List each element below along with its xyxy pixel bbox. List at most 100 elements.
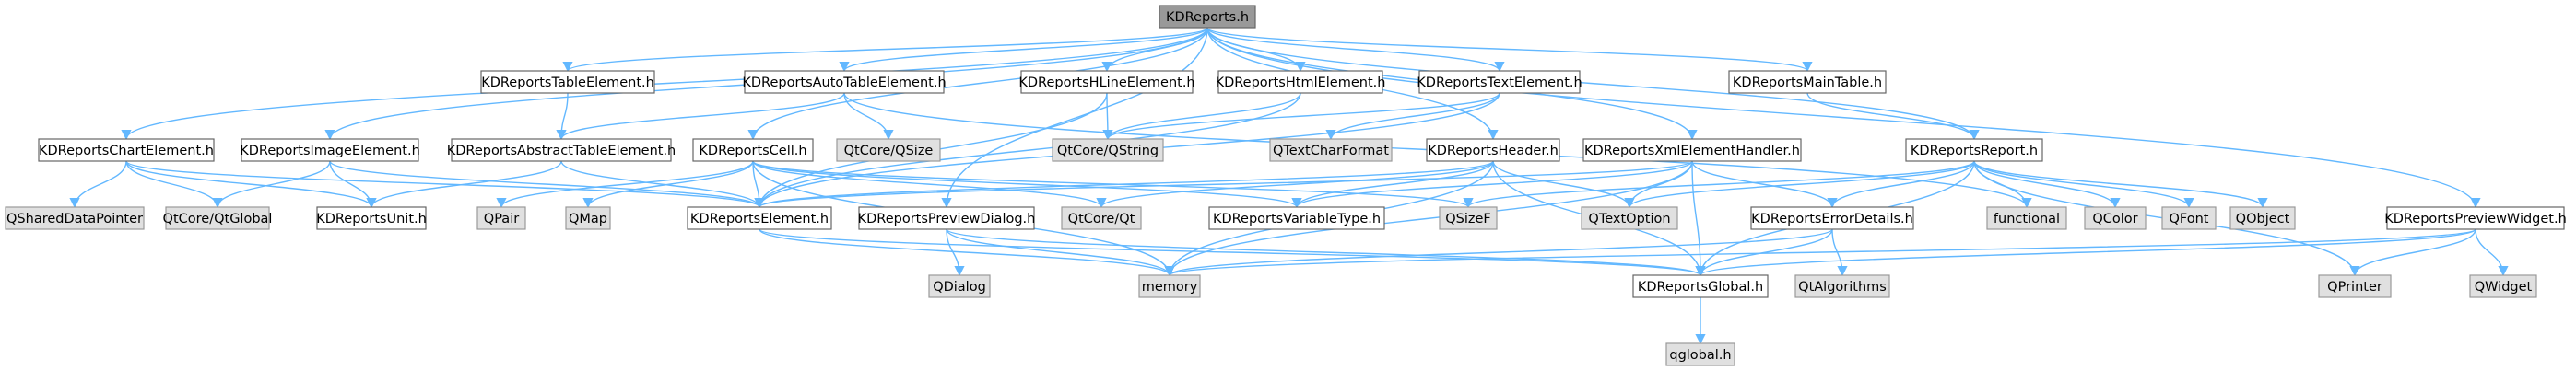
node-label: QtCore/Qt [1068, 212, 1135, 226]
edge-kdreportsautotableelement-h-to-kdreportsabstracttableelement-h [556, 92, 845, 141]
node-kdreportscell-h[interactable]: KDReportsCell.h [692, 138, 814, 162]
edge-kdreportspreviewwidget-h-to-qprinter [2349, 228, 2476, 277]
edge-kdreportsxmlelementhandler-h-to-kdreportsvariabletype-h [1291, 160, 1693, 209]
edge-kdreports-h-to-kdreportsmaintable-h [1206, 27, 1813, 73]
node-qsizef: QSizeF [1439, 206, 1498, 230]
node-label: KDReportsElement.h [690, 212, 829, 226]
node-kdreportspreviewwidget-h[interactable]: KDReportsPreviewWidget.h [2384, 206, 2567, 230]
node-memory: memory [1138, 274, 1201, 298]
edge-kdreportsxmlelementhandler-h-to-kdreportserrordetails-h [1691, 160, 1838, 209]
edge-kdreportsreport-h-to-qobject [1973, 160, 2268, 209]
node-label: QtAlgorithms [1798, 280, 1887, 295]
node-kdreports-h: KDReports.h [1159, 5, 1256, 29]
node-qobject: QObject [2229, 206, 2296, 230]
node-box [2469, 274, 2537, 298]
node-kdreportsautotableelement-h[interactable]: KDReportsAutoTableElement.h [742, 70, 947, 94]
edge-kdreportserrordetails-h-to-memory [1164, 228, 1833, 277]
node-kdreportshtmlelement-h[interactable]: KDReportsHtmlElement.h [1216, 70, 1386, 94]
node-box [1905, 138, 2043, 162]
node-label: QFont [2170, 212, 2209, 226]
node-box [1269, 138, 1393, 162]
node-label: KDReportsVariableType.h [1213, 212, 1381, 226]
node-label: KDReportsPreviewWidget.h [2384, 212, 2567, 226]
node-kdreportsxmlelementhandler-h[interactable]: KDReportsXmlElementHandler.h [1582, 138, 1802, 162]
node-box [241, 138, 419, 162]
node-label: KDReportsPreviewDialog.h [858, 212, 1036, 226]
node-box [1986, 206, 2067, 230]
node-label: QMap [569, 212, 607, 226]
edge-kdreportspreviewwidget-h-to-qwidget [2475, 228, 2509, 277]
edge-kdreportschartelement-h-to-qshareddatapointer [69, 160, 127, 209]
node-kdreportstextelement-h[interactable]: KDReportsTextElement.h [1417, 70, 1582, 94]
node-label: KDReportsMainTable.h [1733, 75, 1882, 90]
node-box [1217, 70, 1383, 94]
node-kdreportshlineelement-h[interactable]: KDReportsHLineElement.h [1018, 70, 1195, 94]
node-kdreportsunit-h[interactable]: KDReportsUnit.h [316, 206, 427, 230]
node-kdreportschartelement-h[interactable]: KDReportsChartElement.h [38, 138, 215, 162]
edge-kdreports-h-to-kdreportsautotableelement-h [839, 27, 1208, 73]
node-kdreportsabstracttableelement-h[interactable]: KDReportsAbstractTableElement.h [447, 138, 676, 162]
edge-kdreportsreport-h-to-qtextoption [1624, 160, 1975, 209]
edge-kdreports-h-to-kdreportstextelement-h [1206, 27, 1505, 73]
node-label: KDReportsImageElement.h [240, 144, 420, 158]
node-box [451, 138, 672, 162]
edge-kdreportscell-h-to-qpair [496, 160, 754, 209]
edge-kdreportstextelement-h-to-qtextcharformat [1325, 92, 1500, 141]
node-box [1582, 138, 1802, 162]
node-box [858, 206, 1035, 230]
node-box [476, 206, 526, 230]
node-qtalgorithms: QtAlgorithms [1794, 274, 1890, 298]
node-kdreportsreport-h[interactable]: KDReportsReport.h [1905, 138, 2043, 162]
node-box [38, 138, 215, 162]
node-box [1020, 70, 1194, 94]
node-label: QTextCharFormat [1273, 144, 1389, 158]
edge-kdreportsreport-h-to-qsizef [1463, 160, 1975, 209]
edge-kdreportsautotableelement-h-to-qtcore-qsize [843, 92, 894, 141]
edge-kdreportstableelement-h-to-kdreportsabstracttableelement-h [556, 92, 569, 141]
node-label: KDReportsTableElement.h [481, 75, 654, 90]
node-label: KDReportsXmlElementHandler.h [1584, 144, 1800, 158]
node-kdreportselement-h[interactable]: KDReportsElement.h [687, 206, 832, 230]
edge-layer [69, 27, 2509, 345]
node-box [2084, 206, 2147, 230]
node-qglobal-h: qglobal.h [1665, 342, 1735, 366]
node-kdreportserrordetails-h[interactable]: KDReportsErrorDetails.h [1750, 206, 1914, 230]
edge-kdreportscell-h-to-qmap [582, 160, 754, 209]
node-label: QDialog [933, 280, 986, 295]
node-label: QSharedDataPointer [6, 212, 143, 226]
node-label: functional [1994, 212, 2060, 226]
edge-kdreportsimageelement-h-to-kdreportselement-h [329, 160, 765, 209]
node-kdreportsimageelement-h[interactable]: KDReportsImageElement.h [240, 138, 420, 162]
node-label: QSizeF [1445, 212, 1491, 226]
edge-kdreportsheader-h-to-qtcore-qt [1096, 160, 1494, 209]
edge-kdreportsabstracttableelement-h-to-kdreportsunit-h [366, 160, 562, 209]
node-box [1728, 70, 1887, 94]
node-kdreportsheader-h[interactable]: KDReportsHeader.h [1426, 138, 1560, 162]
node-kdreportspreviewdialog-h[interactable]: KDReportsPreviewDialog.h [858, 206, 1036, 230]
node-label: QtCore/QtGlobal [163, 212, 273, 226]
node-kdreportsvariabletype-h[interactable]: KDReportsVariableType.h [1208, 206, 1385, 230]
node-box [1439, 206, 1498, 230]
node-functional: functional [1986, 206, 2067, 230]
node-box [1665, 342, 1735, 366]
node-box [836, 138, 941, 162]
node-label: QTextOption [1588, 212, 1670, 226]
node-box [692, 138, 814, 162]
edge-kdreportshtmlelement-h-to-kdreportselement-h [754, 92, 1301, 209]
node-qcolor: QColor [2084, 206, 2147, 230]
edge-kdreports-h-to-kdreportstableelement-h [562, 27, 1208, 73]
node-box [1418, 70, 1581, 94]
node-kdreportstableelement-h[interactable]: KDReportsTableElement.h [480, 70, 655, 94]
node-label: KDReports.h [1166, 10, 1249, 25]
edge-kdreportsreport-h-to-qfont [1973, 160, 2194, 209]
node-kdreportsmaintable-h[interactable]: KDReportsMainTable.h [1728, 70, 1887, 94]
edge-kdreportscell-h-to-qtcore-qt [752, 160, 1107, 209]
edge-kdreportsheader-h-to-kdreportselement-h [754, 160, 1494, 209]
node-kdreportsglobal-h[interactable]: KDReportsGlobal.h [1632, 274, 1769, 298]
node-label: QWidget [2475, 280, 2533, 295]
edge-kdreportspreviewdialog-h-to-memory [946, 228, 1175, 277]
node-qwidget: QWidget [2469, 274, 2537, 298]
edge-kdreportselement-h-to-memory [759, 228, 1175, 277]
node-qfont: QFont [2161, 206, 2217, 230]
edge-kdreportsreport-h-to-qcolor [1973, 160, 2121, 209]
